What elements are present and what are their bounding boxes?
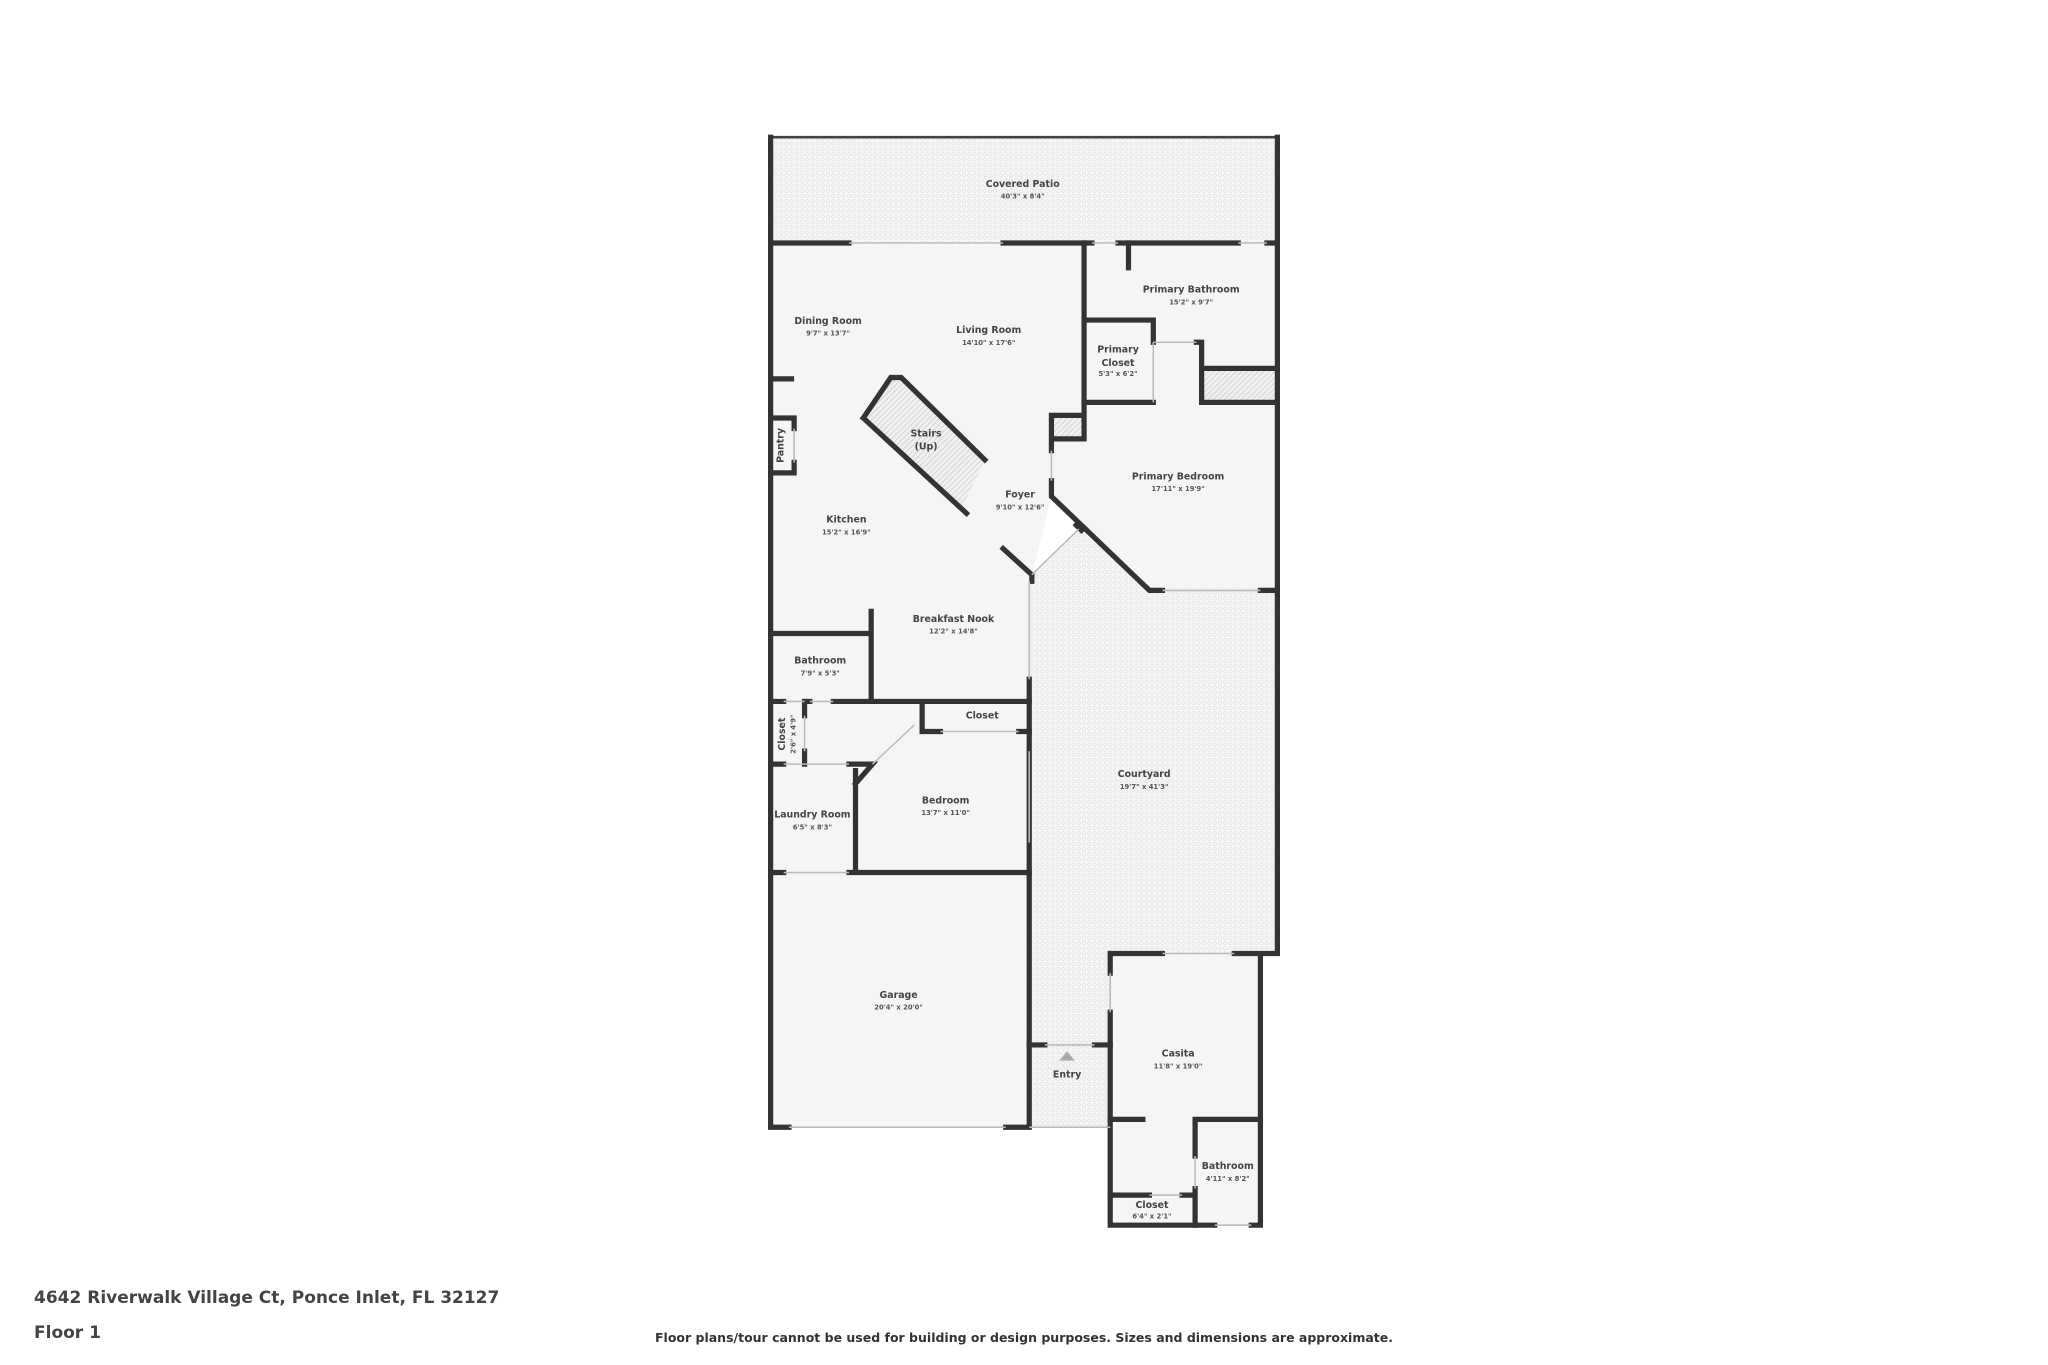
room-dims: 4'11" x 8'2" bbox=[1206, 1175, 1250, 1183]
room-dims: 9'10" x 12'6" bbox=[996, 503, 1045, 511]
room-name: Casita bbox=[1162, 1049, 1195, 1060]
room-dims: 15'2" x 16'9" bbox=[822, 528, 871, 536]
room-dims: 15'2" x 9'7" bbox=[1169, 298, 1213, 306]
room-name: Closet bbox=[1135, 1200, 1169, 1211]
room-dims: 6'4" x 2'1" bbox=[1132, 1213, 1171, 1221]
room-name: Living Room bbox=[956, 325, 1021, 336]
room-name: Primary bbox=[1097, 345, 1139, 356]
room-dims: 17'11" x 19'9" bbox=[1151, 485, 1204, 493]
room-name: Closet bbox=[777, 717, 788, 751]
shaft-block bbox=[1204, 369, 1275, 402]
floor-label: Floor 1 bbox=[34, 1323, 101, 1343]
room-name: Primary Bathroom bbox=[1143, 285, 1240, 296]
room-dims: 13'7" x 11'0" bbox=[921, 809, 970, 817]
room-dims: 2'6" x 4'9" bbox=[789, 714, 797, 753]
room-name: Breakfast Nook bbox=[913, 614, 995, 625]
stairs bbox=[863, 377, 985, 510]
property-address: 4642 Riverwalk Village Ct, Ponce Inlet, … bbox=[34, 1288, 500, 1308]
openings bbox=[783, 242, 1267, 1226]
disclaimer: Floor plans/tour cannot be used for buil… bbox=[655, 1330, 1393, 1345]
room-name: Stairs bbox=[911, 428, 942, 439]
room-name: Covered Patio bbox=[986, 179, 1060, 190]
room-name: Closet bbox=[966, 710, 1000, 721]
shaft-block bbox=[1052, 416, 1083, 438]
room-name: (Up) bbox=[915, 441, 938, 452]
room-name: Garage bbox=[880, 990, 918, 1001]
room-name: Pantry bbox=[776, 428, 787, 463]
room-dims: 20'4" x 20'0" bbox=[874, 1004, 923, 1012]
room-dims: 11'8" x 19'0" bbox=[1154, 1062, 1203, 1070]
covered-patio-area bbox=[770, 137, 1278, 243]
room-dims: 7'9" x 5'3" bbox=[801, 669, 840, 677]
entry-arrow-icon bbox=[1059, 1051, 1075, 1061]
room-name: Bathroom bbox=[794, 656, 846, 667]
room-name: Bathroom bbox=[1202, 1161, 1254, 1172]
room-dims: 6'5" x 8'3" bbox=[793, 823, 832, 831]
room-name: Courtyard bbox=[1118, 769, 1171, 780]
room-dims: 5'3" x 6'2" bbox=[1098, 370, 1137, 378]
room-name: Closet bbox=[1102, 358, 1136, 369]
room-name: Primary Bedroom bbox=[1132, 471, 1225, 482]
room-name: Dining Room bbox=[794, 316, 862, 327]
room-dims: 12'2" x 14'8" bbox=[929, 628, 978, 636]
room-dims: 19'7" x 41'3" bbox=[1120, 783, 1169, 791]
room-name: Bedroom bbox=[922, 795, 970, 806]
room-name: Foyer bbox=[1005, 490, 1035, 501]
room-name: Entry bbox=[1053, 1070, 1081, 1081]
room-dims: 14'10" x 17'6" bbox=[962, 339, 1015, 347]
room-dims: 40'3" x 8'4" bbox=[1001, 193, 1045, 201]
room-name: Kitchen bbox=[826, 515, 866, 526]
courtyard-area bbox=[1029, 529, 1278, 1128]
room-dims: 9'7" x 13'7" bbox=[806, 330, 850, 338]
room-name: Laundry Room bbox=[774, 810, 851, 821]
